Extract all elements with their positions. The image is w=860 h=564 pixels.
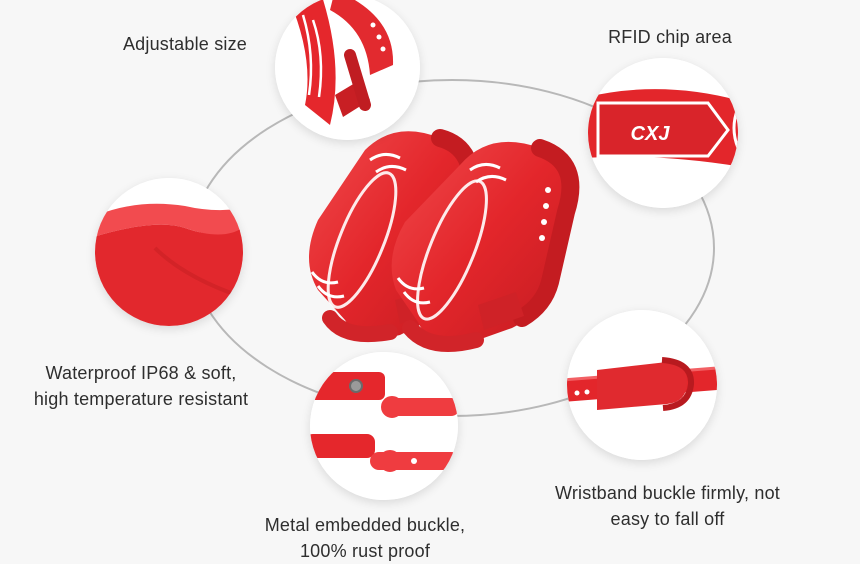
label-line: RFID chip area: [608, 27, 732, 47]
buckle-fastened-closeup: [567, 310, 717, 460]
metal-buckle-closeup: [310, 352, 458, 500]
label-line: easy to fall off: [610, 509, 725, 529]
label-line: high temperature resistant: [33, 389, 249, 409]
label-line: Waterproof IP68 & soft,: [45, 363, 237, 383]
label-line: 100% rust proof: [299, 541, 431, 561]
label-line: Adjustable size: [122, 34, 248, 54]
chip-logo-text: CXJ: [631, 123, 671, 145]
soft-silicone-closeup: [95, 178, 243, 326]
wristband-right: [391, 139, 580, 352]
label-metal-buckle: Metal embedded buckle, 100% rust proof: [240, 512, 490, 564]
label-adjustable-size: Adjustable size: [110, 31, 260, 57]
label-line: Wristband buckle firmly, not: [554, 483, 780, 503]
label-line: Metal embedded buckle,: [264, 515, 466, 535]
label-buckle-firm: Wristband buckle firmly, not easy to fal…: [525, 480, 810, 532]
label-waterproof: Waterproof IP68 & soft, high temperature…: [10, 360, 272, 412]
rfid-chip-closeup: CXJ: [588, 58, 738, 208]
label-rfid-chip-area: RFID chip area: [590, 24, 750, 50]
adjustable-size-closeup: [275, 0, 420, 140]
